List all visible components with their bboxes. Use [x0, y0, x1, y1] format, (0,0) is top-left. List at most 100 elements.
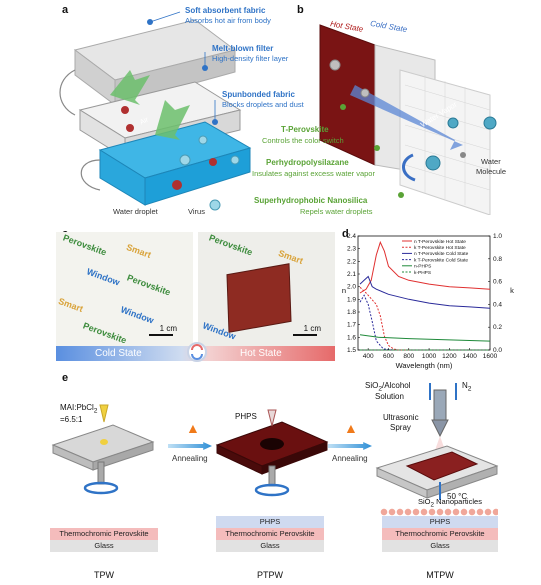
mtpw-label: MTPW [426, 570, 454, 580]
sio2-solution-label: SiO2/Alcohol [365, 381, 411, 393]
spin-coating-illustration [51, 404, 155, 495]
mai-ratio-sub: 2 [93, 407, 98, 415]
temperature-label: 50 °C [447, 492, 468, 501]
ultrasonic-label: Ultrasonic [383, 413, 419, 422]
switch-icon [187, 342, 207, 362]
scale-bar-left [149, 334, 173, 336]
series-line [359, 294, 394, 351]
series-line [359, 275, 491, 309]
y-right-tick-label: 0.8 [493, 256, 502, 263]
panel-label-e: e [62, 372, 69, 384]
y-right-tick-label: 0.4 [493, 301, 502, 308]
water-droplet-label: Water droplet [113, 207, 158, 216]
n2-label: N2 [462, 381, 471, 393]
y-left-tick-label: 2.0 [347, 284, 356, 291]
y-left-tick-label: 1.6 [347, 334, 356, 341]
legend-label: n-PHPS [414, 264, 431, 270]
fire-icon: ▲ [186, 420, 200, 436]
glass-layer: Glass [50, 540, 158, 552]
y-left-tick-label: 1.9 [347, 296, 356, 303]
water-molecule-label-2: Molecule [476, 167, 507, 176]
window-structure-illustration [319, 24, 497, 215]
panel-label-a: a [62, 4, 69, 16]
series-line [359, 240, 491, 294]
x-tick-label: 1600 [483, 353, 498, 360]
sio2-nanoparticles-label: SiO2 Nanoparticles [418, 497, 482, 509]
y-left-tick-label: 2.1 [347, 271, 356, 278]
mask-layers-illustration [59, 11, 252, 211]
y-left-tick-label: 1.8 [347, 309, 356, 316]
tpw-label: TPW [94, 570, 114, 580]
y-right-tick-label: 0.2 [493, 324, 502, 331]
nano-sio2-sub: 2 [430, 501, 434, 509]
photo-word: Smart [277, 247, 305, 267]
glass-layer: Glass [216, 540, 324, 552]
t-perovskite-title: T-Perovskite [281, 125, 329, 134]
scale-label-right: 1 cm [303, 324, 321, 333]
perovskite-layer: Thermochromic Perovskite [382, 528, 498, 540]
solution-label: Solution [375, 392, 404, 401]
scale-label-left: 1 cm [159, 324, 177, 333]
y-left-tick-label: 1.7 [347, 322, 356, 329]
photo-word: Perovskite [61, 232, 108, 258]
y-right-tick-label: 0.6 [493, 279, 502, 286]
soft-fabric-desc: Absorbs hot air from body [185, 16, 271, 25]
legend-label: k-PHPS [414, 270, 431, 276]
nanosilica-title: Superhydrophobic Nanosilica [254, 196, 368, 205]
photo-word: Perovskite [207, 232, 254, 258]
glass-layer: Glass [382, 540, 498, 552]
ptpw-layer-stack: PHPS Thermochromic Perovskite Glass [216, 516, 324, 552]
y-left-tick-label: 1.5 [347, 347, 356, 354]
photo-word: Perovskite [125, 272, 172, 298]
series-line [359, 334, 491, 342]
y-left-tick-label: 2.3 [347, 246, 356, 253]
soft-fabric-title: Soft absorbent fabric [185, 6, 266, 15]
spunbonded-desc: Blocks droplets and dust [222, 100, 304, 109]
phps-label: PHPS [235, 412, 257, 421]
tpw-layer-stack: Thermochromic Perovskite Glass [50, 528, 158, 552]
water-molecule-label-1: Water [481, 157, 501, 166]
annealing-label-2: Annealing [332, 454, 368, 463]
photo-word: Window [85, 266, 122, 288]
mai-ratio-value: =6.5:1 [60, 414, 83, 424]
sio2-sub: 2 [378, 385, 383, 393]
legend-label: k T-Perovskite Hot State [414, 245, 466, 251]
series-line [359, 286, 409, 351]
n2-text: N [462, 381, 468, 390]
photo-word: Smart [125, 241, 153, 261]
hot-state-photo: Perovskite Smart Window 1 cm [198, 232, 335, 348]
x-tick-label: 600 [383, 353, 394, 360]
nano-sio2-text: SiO [418, 497, 431, 506]
n2-sub: 2 [467, 385, 472, 393]
x-tick-label: 800 [403, 353, 414, 360]
y-right-tick-label: 0.0 [493, 347, 502, 354]
alcohol-text: /Alcohol [382, 381, 411, 390]
photo-word: Window [119, 304, 156, 326]
panel-label-b: b [297, 4, 304, 16]
spunbonded-title: Spunbonded fabric [222, 90, 295, 99]
phps-title: Perhydropolysilazane [266, 158, 349, 167]
phps-coating-illustration [215, 409, 329, 497]
phps-desc: Insulates against excess water vapor [252, 169, 375, 178]
virus-label: Virus [188, 207, 205, 216]
perovskite-film-hot [227, 264, 291, 332]
panel-label-d: d [342, 228, 349, 240]
legend-label: n T-Perovskite Cold State [414, 251, 469, 257]
photo-word: Perovskite [81, 320, 128, 346]
x-tick-label: 1200 [442, 353, 457, 360]
ultrasonic-spray-illustration [375, 383, 499, 500]
cold-state-caption: Cold State [95, 348, 142, 359]
melt-blown-desc: High-density filter layer [212, 54, 289, 63]
mtpw-layer-stack: PHPS Thermochromic Perovskite Glass [382, 516, 498, 552]
sio2-text: SiO [365, 381, 379, 390]
x-tick-label: 400 [363, 353, 374, 360]
x-axis-label: Wavelength (nm) [396, 361, 453, 370]
annealing-arrow-1 [168, 442, 212, 450]
y-right-tick-label: 1.0 [493, 233, 502, 240]
nanosilica-desc: Repels water droplets [300, 207, 373, 216]
t-perovskite-desc: Controls the color switch [262, 136, 344, 145]
scale-bar-right [293, 334, 317, 336]
nano-text: Nanoparticles [434, 497, 482, 506]
legend-label: n T-Perovskite Hot State [414, 239, 466, 245]
